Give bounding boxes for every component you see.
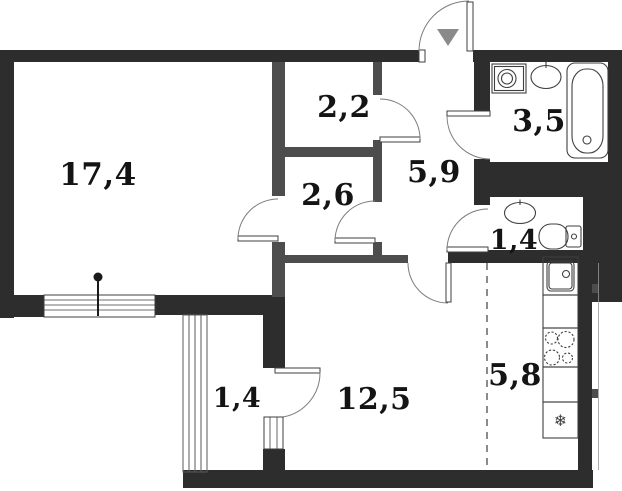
exterior-walls	[0, 50, 622, 488]
kitchen-counter	[542, 294, 579, 403]
bedroom-door	[407, 262, 452, 304]
room-label-wc: 1,4	[490, 225, 538, 256]
bath-sink-icon	[530, 61, 562, 90]
living-room-door	[237, 198, 279, 242]
living-room-window	[43, 294, 156, 318]
toilet-icon	[538, 223, 582, 250]
room-label-entry-hall: 5,9	[407, 155, 461, 190]
fridge-icon: ❄	[542, 401, 579, 439]
partition-walls	[272, 62, 408, 297]
room-label-living: 17,4	[59, 157, 137, 193]
room-label-bedroom: 12,5	[336, 382, 411, 417]
bathtub-icon	[566, 62, 609, 159]
stove-icon	[542, 327, 579, 368]
wc-sink-icon	[503, 199, 537, 225]
bathroom-door	[446, 110, 491, 160]
entrance-arrow-icon	[437, 29, 459, 46]
room-label-balcony: 1,4	[213, 383, 261, 414]
washing-machine-icon	[491, 63, 527, 94]
room-label-inner-hall: 2,6	[301, 178, 355, 213]
balcony-glazing	[182, 314, 208, 473]
balcony-door	[263, 367, 321, 450]
room-label-kitchen: 5,8	[488, 358, 542, 393]
right-edge-marks	[592, 263, 599, 470]
room-label-bathroom: 3,5	[512, 104, 566, 139]
closet-door	[379, 98, 421, 143]
entrance-door	[418, 0, 474, 63]
inner-hall-door	[334, 200, 376, 244]
area-labels: 17,4 2,2 2,6 5,9 3,5 1,4 5,8 12,5 1,4	[59, 90, 566, 417]
kitchen-sink-icon	[542, 256, 579, 296]
snowflake-glyph: ❄	[554, 411, 567, 430]
room-label-closet: 2,2	[317, 90, 371, 125]
wc-door	[446, 208, 489, 253]
window-pin-icon	[93, 272, 103, 316]
